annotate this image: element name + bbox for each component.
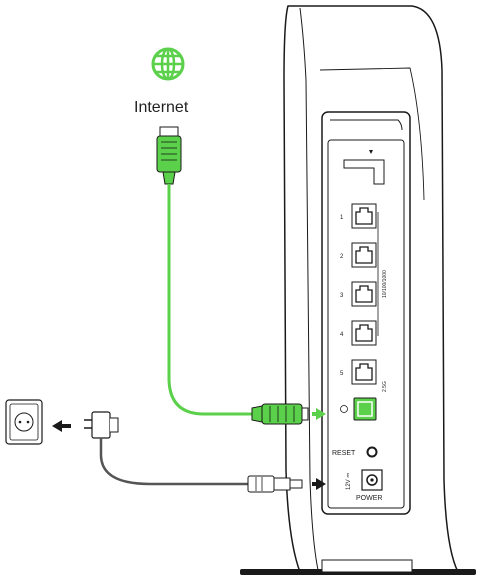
lan-port-4[interactable] — [351, 320, 377, 346]
globe-icon — [340, 405, 348, 413]
power-outlet-icon — [5, 399, 43, 445]
arrow-right-icon — [316, 408, 326, 420]
internet-label: Internet — [134, 99, 189, 116]
lan-port-3[interactable] — [351, 281, 377, 307]
dc-plug — [247, 475, 303, 493]
lan-port-2[interactable] — [351, 242, 377, 268]
arrow-left-icon — [52, 420, 71, 432]
router-seam — [299, 7, 319, 571]
arrow-right-icon — [316, 478, 326, 490]
power-adapter-icon — [84, 411, 119, 439]
wan-port-label: 2.5G — [382, 381, 388, 392]
lan-group-label: 10/100/1000 — [382, 270, 388, 298]
ethernet-cable — [167, 184, 252, 416]
reset-label: RESET — [332, 450, 356, 457]
power-cable — [99, 438, 248, 486]
lan-port-1[interactable] — [351, 203, 377, 229]
port-number-1: 1 — [340, 215, 344, 221]
lan-ports: 1 2 3 4 5 — [340, 203, 377, 385]
port-number-2: 2 — [340, 254, 344, 260]
mount-slot — [343, 159, 385, 185]
ethernet-connector-wan — [251, 403, 309, 425]
power-rating-label: 12V ⎓ — [346, 473, 352, 490]
port-number-3: 3 — [340, 293, 344, 299]
port-number-4: 4 — [340, 332, 344, 338]
port-number-5: 5 — [340, 371, 344, 377]
router: 1 2 3 4 5 10/100/1000 2.5G RESET 12V ⎓ POWER — [240, 5, 476, 575]
lan-port-5[interactable] — [351, 359, 377, 385]
reset-button[interactable] — [366, 446, 378, 458]
ethernet-connector-top — [156, 126, 182, 185]
wan-port[interactable] — [353, 397, 377, 421]
power-label: POWER — [356, 495, 382, 502]
globe-icon — [151, 47, 185, 81]
rear-panel — [321, 111, 411, 515]
